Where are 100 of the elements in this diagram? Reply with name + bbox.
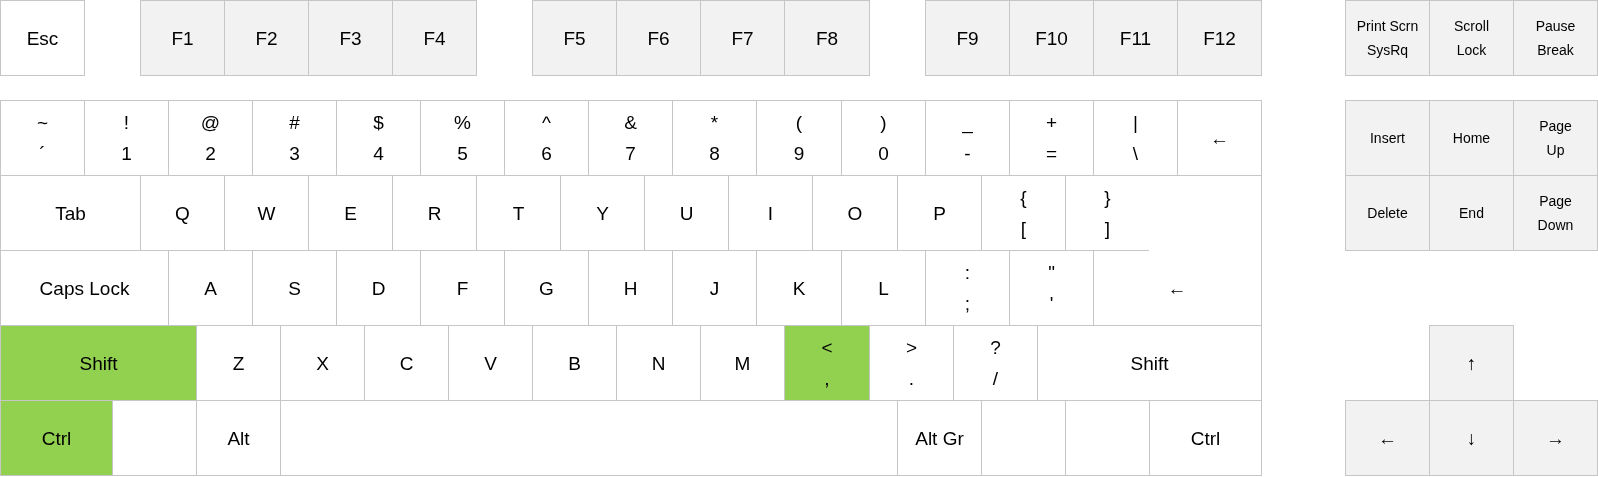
highlighted-key	[0, 400, 113, 476]
key-label: (	[795, 111, 803, 134]
key-label: C	[399, 351, 414, 375]
key-label: F8	[815, 26, 839, 50]
key-label: U	[679, 201, 694, 225]
key-label: K	[792, 276, 806, 300]
key	[1429, 0, 1514, 76]
key-label: F4	[423, 26, 446, 50]
key-label: F12	[1203, 26, 1236, 50]
key-label: _	[962, 111, 973, 134]
key	[1177, 100, 1262, 176]
key-label: Home	[1452, 129, 1491, 148]
key-label: Y	[596, 201, 609, 225]
key-label: F	[456, 276, 469, 300]
key	[140, 0, 225, 76]
key-label: Esc	[26, 26, 59, 50]
key-label: O	[847, 201, 863, 225]
key-label: H	[623, 276, 638, 300]
key	[532, 0, 617, 76]
key-label: 3	[289, 142, 300, 165]
key-label: 8	[709, 142, 720, 165]
key	[925, 0, 1010, 76]
key-label: F9	[956, 26, 979, 50]
key-label: Ctrl	[41, 426, 72, 450]
key-label: =	[1045, 142, 1058, 165]
highlighted-key	[0, 325, 197, 401]
key-label: Scroll Lock	[1454, 17, 1489, 60]
key-label: !	[123, 111, 130, 134]
key	[1345, 400, 1430, 476]
key-label: %	[454, 111, 471, 134]
key-label: F2	[255, 26, 278, 50]
key-label: 6	[541, 142, 552, 165]
key-label: End	[1459, 204, 1484, 223]
key-label: 0	[878, 142, 889, 165]
key-label: F3	[339, 26, 362, 50]
key-label: \	[1132, 142, 1139, 165]
key-label: F5	[563, 26, 586, 50]
key-label: +	[1045, 111, 1058, 134]
key-label: 1	[121, 142, 132, 165]
key-label: 5	[457, 142, 468, 165]
key-label: T	[512, 201, 525, 225]
key-label: E	[344, 201, 357, 225]
key	[1177, 0, 1262, 76]
key-label: F10	[1035, 26, 1068, 50]
key-label: Break	[1537, 41, 1574, 60]
key-label: ´	[39, 142, 46, 165]
key-label: X	[316, 351, 329, 375]
key-label: Caps Lock	[39, 276, 130, 300]
key	[784, 0, 870, 76]
key-label: Alt	[227, 426, 250, 450]
key-label: }	[1104, 186, 1111, 209]
key-label: F6	[647, 26, 670, 50]
key-label: Shift	[79, 351, 118, 375]
key-label: 2	[205, 142, 216, 165]
key-label: ↓	[1466, 426, 1477, 450]
key	[1345, 175, 1430, 251]
key-label: Tab	[55, 201, 86, 225]
key-label: Insert	[1370, 129, 1405, 148]
key-label: F1	[171, 26, 194, 50]
key-label: ←	[1378, 426, 1397, 450]
key-label: /	[992, 367, 999, 390]
key-label: ←	[1167, 276, 1187, 300]
key-label: 9	[793, 142, 805, 165]
key-label: "	[1048, 261, 1055, 284]
key-label: )	[880, 111, 887, 134]
key-label: |	[1133, 111, 1138, 134]
key	[1345, 0, 1430, 76]
key-label: F11	[1119, 26, 1152, 50]
key-label: F7	[731, 26, 754, 50]
key-label: M	[734, 351, 751, 375]
key-label: Ctrl	[1190, 426, 1221, 450]
key-label: [	[1020, 217, 1027, 240]
key-label: D	[371, 276, 386, 300]
key-label: SysRq	[1366, 41, 1409, 60]
key-label: V	[484, 351, 497, 375]
key-label: :	[964, 261, 971, 284]
key	[1009, 0, 1094, 76]
key	[1429, 175, 1514, 251]
key-label: ^	[542, 111, 551, 134]
key-label: B	[568, 351, 581, 375]
key-label: ←	[1210, 126, 1229, 150]
key-label: Page Up	[1539, 117, 1572, 160]
key-label: ]	[1104, 217, 1111, 240]
key	[1149, 175, 1262, 326]
key-label: &	[624, 111, 637, 134]
key-label: ↑	[1466, 351, 1477, 375]
key	[700, 0, 785, 76]
key	[1429, 100, 1514, 176]
key	[1429, 400, 1514, 476]
key-label: R	[427, 201, 442, 225]
key-label: Delete	[1367, 204, 1408, 223]
key-label: ~	[36, 111, 49, 134]
key-label: Page Down	[1537, 192, 1574, 235]
key	[0, 0, 85, 76]
key-label: 4	[373, 142, 384, 165]
key-label: @	[200, 111, 221, 134]
key-label: A	[204, 276, 217, 300]
key-label: W	[257, 201, 276, 225]
key	[1513, 400, 1598, 476]
key	[392, 0, 477, 76]
